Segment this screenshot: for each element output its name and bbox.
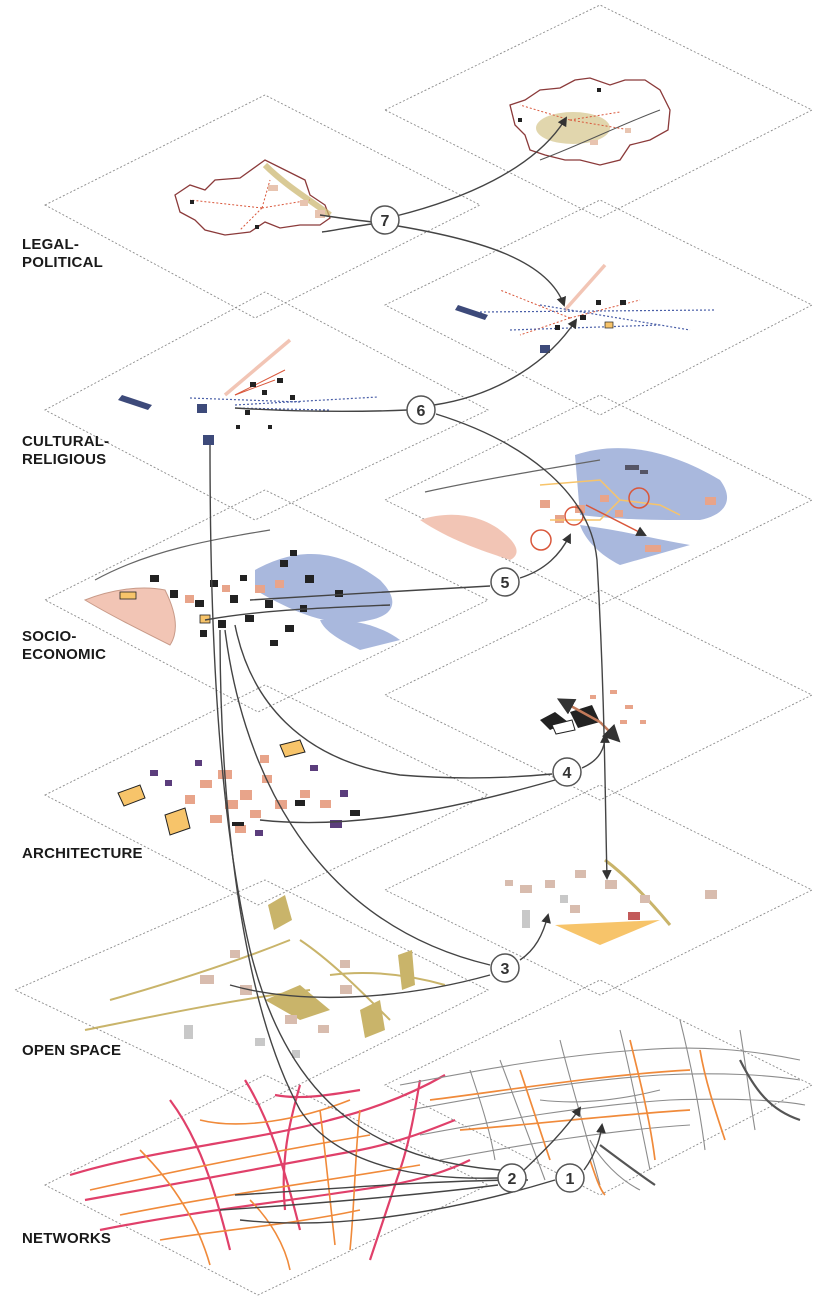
label-architecture-line1: ARCHITECTURE: [22, 845, 143, 862]
plane-open-right: [383, 784, 814, 996]
marker-5: 5: [490, 567, 520, 597]
connector-6-down: [435, 413, 612, 880]
connector-6-up: [433, 318, 578, 406]
connector-2-up: [523, 1106, 582, 1171]
connector-5-up: [519, 533, 571, 579]
plane-legal-right: [383, 4, 814, 219]
marker-2: 2: [497, 1163, 527, 1193]
legal-right-map: [509, 77, 671, 166]
marker-4: 4: [552, 757, 582, 787]
label-legal-political: LEGAL- POLITICAL: [22, 236, 103, 272]
open-space-right-map: [505, 858, 717, 945]
connector-3-b: [229, 974, 491, 999]
svg-text:1: 1: [566, 1171, 575, 1188]
plane-cultural-left: [44, 291, 490, 521]
connector-7-up: [395, 116, 568, 217]
networks-left-map: [69, 1074, 471, 1271]
label-socio-line1: SOCIO-: [22, 628, 77, 645]
open-space-left-map: [84, 895, 446, 1058]
label-cultural-line2: RELIGIOUS: [22, 451, 107, 468]
connector-4-up: [581, 733, 610, 769]
plane-open-left: [13, 879, 490, 1106]
connector-7-a: [319, 214, 375, 223]
svg-text:3: 3: [501, 961, 510, 978]
plane-cultural-right: [383, 199, 813, 416]
architecture-left-map: [117, 739, 360, 836]
plane-architecture-right: [383, 589, 814, 801]
architecture-right-map: [540, 690, 646, 743]
connector-4-b: [259, 779, 556, 824]
connector-2-b: [219, 1184, 499, 1211]
socio-economic-left-map: [83, 529, 400, 650]
cultural-left-map: [118, 338, 379, 445]
connector-6-a: [234, 407, 409, 413]
marker-6: 6: [406, 395, 436, 425]
connector-5-a: [249, 585, 491, 601]
svg-text:4: 4: [563, 765, 572, 782]
connector-2-long: [219, 629, 499, 1179]
socio-economic-right-map: [420, 448, 728, 565]
label-cultural-line1: CULTURAL-: [22, 433, 110, 450]
markers: 7 6 5 4 3 2 1: [370, 205, 585, 1193]
connector-6-long: [209, 444, 501, 1171]
layer-planes: [13, 4, 814, 1296]
connector-7-b: [321, 223, 373, 233]
legal-left-map: [174, 159, 332, 236]
plane-socio-right: [383, 394, 814, 606]
svg-text:6: 6: [417, 403, 426, 420]
svg-text:5: 5: [501, 575, 510, 592]
connector-3-up: [519, 913, 551, 961]
label-architecture: ARCHITECTURE: [22, 845, 143, 863]
connector-1-up: [583, 1123, 606, 1171]
connector-4-a: [234, 624, 553, 779]
connector-1-b: [234, 1179, 529, 1196]
svg-text:2: 2: [508, 1171, 517, 1188]
plane-networks-left: [44, 1074, 490, 1296]
marker-7: 7: [370, 205, 400, 235]
connector-5-b: [204, 604, 391, 621]
label-networks-line1: NETWORKS: [22, 1230, 112, 1247]
label-networks: NETWORKS: [22, 1230, 111, 1248]
label-cultural-religious: CULTURAL- RELIGIOUS: [22, 433, 109, 469]
connector-3-a: [224, 629, 491, 966]
label-open-space: OPEN SPACE: [22, 1042, 121, 1060]
plane-architecture-left: [44, 684, 490, 906]
marker-3: 3: [490, 953, 520, 983]
marker-1: 1: [555, 1163, 585, 1193]
label-open-space-line1: OPEN SPACE: [22, 1042, 122, 1059]
connector-7-down: [397, 225, 566, 307]
label-legal-line2: POLITICAL: [22, 254, 103, 271]
cultural-right-map: [455, 263, 716, 353]
label-socio-economic: SOCIO- ECONOMIC: [22, 628, 106, 664]
label-legal-line1: LEGAL-: [22, 236, 80, 253]
networks-right-map: [399, 1019, 806, 1196]
connectors: [204, 116, 612, 1224]
label-socio-line2: ECONOMIC: [22, 646, 107, 663]
svg-text:7: 7: [381, 213, 390, 230]
